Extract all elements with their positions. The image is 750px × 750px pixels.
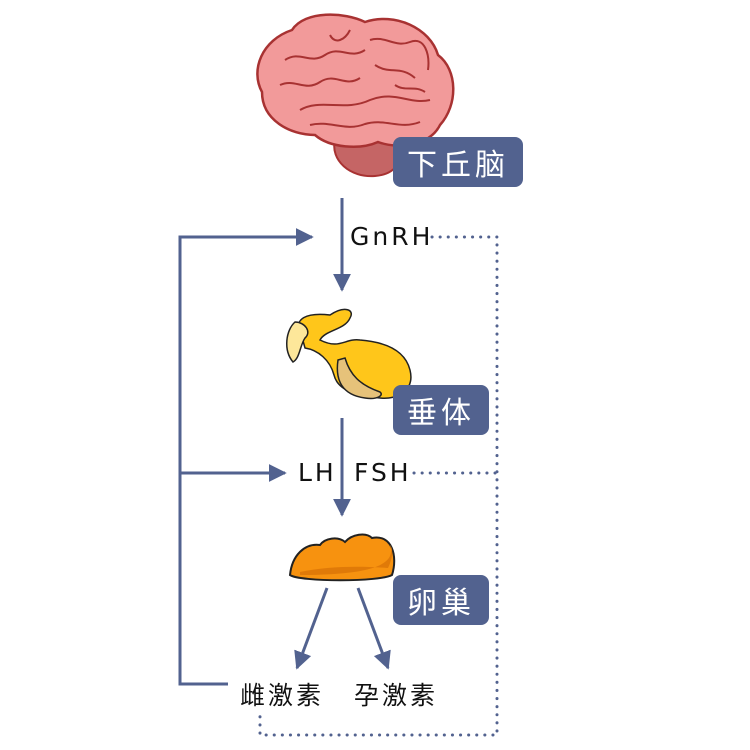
gnrh-label: GnRH [350, 222, 434, 251]
arrow-ovary-to-estrogen [294, 587, 329, 670]
feedback-line [178, 228, 314, 686]
estrogen-label: 雌激素 [240, 681, 325, 710]
lh-label: LH [298, 458, 337, 487]
brain-icon [256, 13, 455, 178]
arrow-ovary-to-progesterone [356, 587, 391, 670]
fsh-label: FSH [354, 458, 412, 487]
progesterone-label: 孕激素 [354, 681, 439, 710]
pituitary-badge: 垂体 [393, 385, 489, 435]
ovary-icon [288, 533, 396, 582]
hypothalamus-badge: 下丘脑 [393, 137, 523, 187]
ovary-badge: 卵巢 [393, 575, 489, 625]
pituitary-icon [286, 308, 412, 400]
